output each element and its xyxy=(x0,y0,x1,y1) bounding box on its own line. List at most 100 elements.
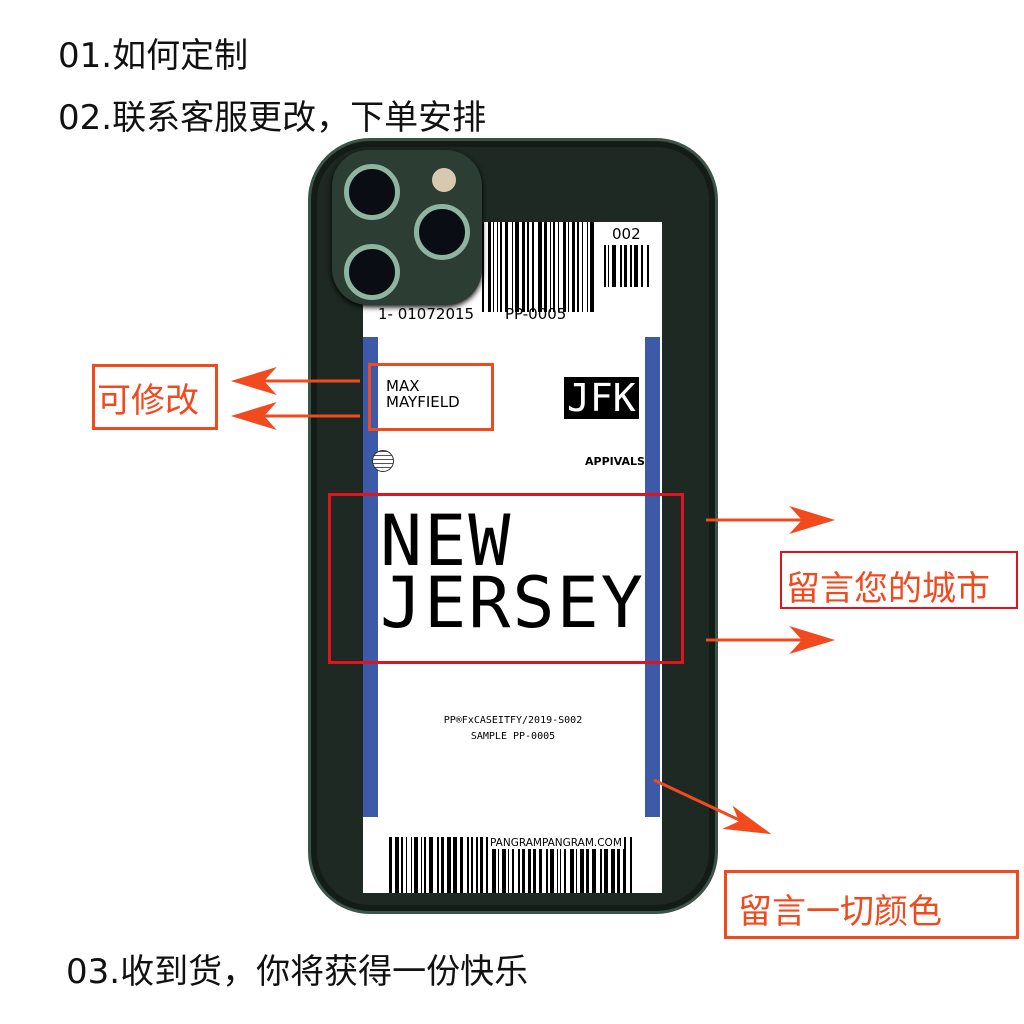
barcode-bar xyxy=(522,837,525,893)
barcode-bar xyxy=(586,837,589,893)
city-line-2: JERSEY xyxy=(380,562,645,644)
barcode-bar xyxy=(515,222,519,312)
name-highlight-box xyxy=(368,363,494,431)
name-line-1: MAX xyxy=(386,377,420,395)
step-2: 02.联系客服更改，下单安排 xyxy=(58,98,487,138)
arrow-icon xyxy=(230,401,277,431)
city-note-box xyxy=(780,551,1018,609)
barcode-bar xyxy=(538,222,542,312)
barcode-bar xyxy=(467,837,469,893)
city-line-1: NEW xyxy=(380,500,513,582)
barcode-bar xyxy=(498,837,499,893)
arrivals-label: APPIVALS xyxy=(585,455,645,468)
barcode-bar xyxy=(570,837,574,893)
barcode-bar xyxy=(482,222,484,312)
barcode-bar xyxy=(486,837,488,893)
barcode-bar xyxy=(582,222,583,312)
barcode-bar xyxy=(550,837,554,893)
barcode-bar xyxy=(572,222,575,312)
city-name: NEW JERSEY xyxy=(380,500,645,644)
globe-icon xyxy=(372,450,394,472)
barcode-bar xyxy=(429,837,433,893)
barcode-bar xyxy=(476,837,478,893)
barcode-bar xyxy=(528,837,531,893)
right-stripe xyxy=(645,337,660,817)
barcode-bar xyxy=(460,837,463,893)
barcode-bar xyxy=(437,837,439,893)
barcode-bar xyxy=(424,837,426,893)
barcode-bar xyxy=(580,837,584,893)
barcode-bar xyxy=(557,837,558,893)
ticket-number: 002 xyxy=(612,225,641,243)
barcode-bar xyxy=(564,837,566,893)
reference: PP®FxCASEITFY/2019-S002 SAMPLE PP-0005 xyxy=(378,713,648,745)
barcode-bar xyxy=(447,837,451,893)
city-highlight-box xyxy=(328,493,684,664)
barcode-bar xyxy=(600,837,602,893)
barcode-bar xyxy=(421,837,422,893)
barcode-bar xyxy=(539,837,542,893)
barcode-bar xyxy=(406,837,407,893)
barcode-bar xyxy=(576,837,577,893)
barcode-bar xyxy=(560,837,561,893)
barcode-bar xyxy=(568,222,569,312)
barcode-bar xyxy=(505,222,508,312)
barcode-bar xyxy=(553,222,555,312)
barcode-bottom xyxy=(389,837,634,893)
barcode-bar xyxy=(471,837,473,893)
barcode-bar xyxy=(395,837,399,893)
barcode-bar xyxy=(630,837,632,893)
barcode-bar xyxy=(558,222,559,312)
barcode-bar xyxy=(532,222,534,312)
barcode-bar xyxy=(453,837,457,893)
barcode-bar xyxy=(502,837,506,893)
editable-box xyxy=(92,364,218,430)
barcode-bar xyxy=(604,245,606,287)
airport-code: JFK xyxy=(564,377,639,419)
barcode-bar xyxy=(623,837,626,893)
barcode-bar xyxy=(512,837,514,893)
barcode-bar xyxy=(518,837,520,893)
name-line-2: MAYFIELD xyxy=(386,393,460,411)
barcode-bar xyxy=(441,837,444,893)
barcode-bar xyxy=(617,837,620,893)
barcode-bar xyxy=(608,245,609,287)
barcode-bar xyxy=(604,837,608,893)
camera-lens xyxy=(414,204,470,260)
barcode-bar xyxy=(500,222,502,312)
arrow-icon xyxy=(722,805,772,835)
camera-lens xyxy=(344,164,400,220)
arrow-icon xyxy=(789,505,836,535)
arrow-icon xyxy=(230,366,277,396)
barcode-bar xyxy=(401,837,403,893)
camera-lens xyxy=(344,244,400,300)
website: PANGRAMPANGRAM.COM xyxy=(488,837,624,849)
barcode-bar xyxy=(411,837,412,893)
ticket-date: 1- 01072015 xyxy=(378,305,475,323)
barcode-bar xyxy=(592,837,596,893)
barcode-bar xyxy=(480,837,483,893)
barcode-bar xyxy=(546,837,548,893)
barcode-bar xyxy=(647,245,649,287)
ticket-code: PP-0005 xyxy=(505,305,567,323)
ticket-card xyxy=(363,222,662,893)
reference-line-1: PP®FxCASEITFY/2019-S002 xyxy=(443,715,583,726)
barcode-bar xyxy=(527,222,529,312)
barcode-bar xyxy=(634,245,638,287)
barcode-small xyxy=(604,245,649,287)
barcode-bar xyxy=(620,245,622,287)
barcode-bar xyxy=(493,222,494,312)
barcode-bar xyxy=(497,222,498,312)
barcode-bar xyxy=(630,245,632,287)
color-note-label: 留言一切颜色 xyxy=(738,892,942,932)
step-1: 01.如何定制 xyxy=(58,36,249,76)
barcode-bar xyxy=(389,837,392,893)
barcode-bar xyxy=(577,222,579,312)
barcode-bar xyxy=(512,222,513,312)
barcode-bar xyxy=(611,837,615,893)
barcode-bar xyxy=(587,222,588,312)
barcode-bar xyxy=(488,222,491,312)
flash-icon xyxy=(432,168,456,192)
barcode-bar xyxy=(550,222,551,312)
color-note-box xyxy=(724,870,1019,939)
